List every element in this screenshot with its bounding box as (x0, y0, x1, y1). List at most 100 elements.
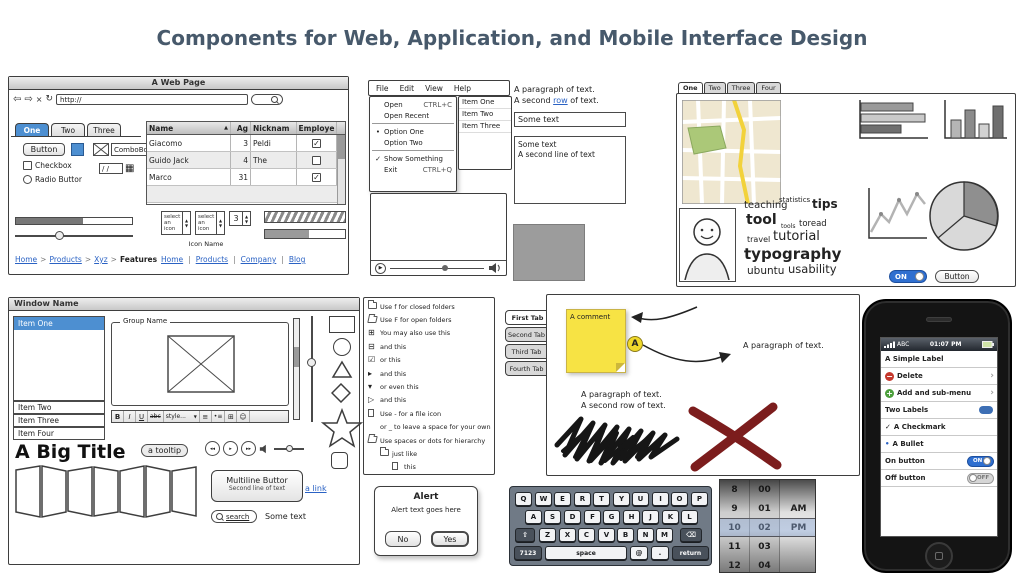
menu-edit[interactable]: Edit (399, 83, 415, 93)
key-m[interactable]: M (656, 528, 673, 542)
tree-row[interactable]: ⊞You may also use this (364, 327, 494, 340)
on-switch[interactable]: ON (889, 270, 927, 283)
tag-statistics[interactable]: statistics (779, 196, 811, 204)
row-checkbox[interactable]: ✓ (312, 172, 321, 182)
search-button[interactable]: search (211, 510, 257, 523)
table-row[interactable]: Giacomo 3 Peldi ✓ (147, 135, 345, 152)
button-control[interactable]: Button (23, 143, 65, 156)
tag-tutorial[interactable]: tutorial (773, 229, 820, 244)
icon-select-b[interactable]: select an icon ▲▼ (195, 211, 225, 235)
column-header-employed[interactable]: Employe (297, 122, 337, 134)
radio-control[interactable]: Radio Buttor (23, 175, 82, 184)
tree-row[interactable]: ▷and this (364, 394, 494, 407)
window-titlebar[interactable]: Window Name (9, 298, 359, 311)
tag-usability[interactable]: usability (788, 262, 837, 276)
multiline-button[interactable]: Multiline Buttor Second line of text (211, 470, 303, 502)
key-s[interactable]: S (544, 510, 561, 524)
tree-row[interactable]: just like (364, 447, 494, 460)
menu-row-simple-label[interactable]: A Simple Label (881, 351, 997, 368)
key-h[interactable]: H (623, 510, 640, 524)
key-x[interactable]: X (559, 528, 576, 542)
url-input[interactable]: http:// (56, 94, 249, 105)
panel-tab-one[interactable]: One (678, 82, 703, 93)
browser-search-box[interactable] (251, 94, 284, 105)
style-dropdown[interactable]: style...▼ (164, 411, 200, 422)
tree-row[interactable]: or _ to leave a space for your own (364, 421, 494, 434)
tree-row[interactable]: Use - for a file icon (364, 407, 494, 420)
tree-row[interactable]: Use F for open folders (364, 313, 494, 326)
slider-handle[interactable] (55, 231, 64, 240)
tag-typography[interactable]: typography (744, 245, 842, 263)
spinner-arrows[interactable]: ▲▼ (216, 212, 224, 234)
breadcrumb-products[interactable]: Products (49, 255, 82, 264)
menu-row-two-labels[interactable]: Two Labels (881, 402, 997, 419)
tree-row[interactable]: Use f for closed folders (364, 300, 494, 313)
link[interactable]: a link (305, 484, 327, 493)
browser-tab-three[interactable]: Three (87, 123, 121, 137)
breadcrumb-home[interactable]: Home (15, 255, 38, 264)
menu-row-checkmark[interactable]: ✓A Checkmark (881, 419, 997, 436)
forward-icon[interactable]: ⇨ (24, 93, 33, 105)
row-checkbox[interactable]: ✓ (312, 138, 321, 148)
bold-button[interactable]: B (112, 411, 124, 422)
stop-icon[interactable]: × (35, 94, 43, 104)
forward-button[interactable]: ▸▸ (241, 441, 256, 456)
at-key[interactable]: @ (630, 546, 648, 560)
row-checkbox[interactable] (312, 155, 321, 165)
tag-toread[interactable]: toread (799, 219, 827, 229)
scrollbar-thumb[interactable] (338, 135, 345, 159)
key-i[interactable]: I (652, 492, 669, 506)
tree-row[interactable]: ☑or this (364, 354, 494, 367)
calendar-icon[interactable]: ▦ (125, 162, 135, 174)
column-header-nickname[interactable]: Nicknam (251, 122, 297, 134)
key-j[interactable]: J (642, 510, 659, 524)
menu-help[interactable]: Help (453, 83, 472, 93)
key-a[interactable]: A (525, 510, 542, 524)
speaker-icon[interactable] (259, 444, 271, 454)
key-z[interactable]: Z (539, 528, 556, 542)
key-y[interactable]: Y (613, 492, 630, 506)
home-button[interactable] (925, 542, 953, 570)
tag-travel[interactable]: travel (747, 235, 771, 244)
off-toggle[interactable]: OFF (967, 472, 994, 484)
play-button[interactable]: ▸ (223, 441, 238, 456)
browser-tab-one[interactable]: One (15, 123, 49, 137)
volume-icon[interactable] (488, 263, 502, 273)
period-key[interactable]: . (651, 546, 669, 560)
tree-row[interactable]: Use spaces or dots for hierarchy (364, 434, 494, 447)
rewind-button[interactable]: ◂◂ (205, 441, 220, 456)
footer-link-company[interactable]: Company (240, 255, 277, 264)
spinner-arrows[interactable]: ▲▼ (182, 212, 190, 234)
menu-view[interactable]: View (425, 83, 443, 93)
date-input[interactable]: / / (99, 163, 123, 174)
return-key[interactable]: return (672, 546, 709, 560)
panel-tab-three[interactable]: Three (726, 82, 756, 93)
time-picker[interactable]: 8 9 10 11 12 00 01 02 03 04 AM PM (719, 479, 816, 573)
browser-tab-two[interactable]: Two (51, 123, 85, 137)
table-scrollbar[interactable] (337, 135, 345, 204)
map[interactable] (682, 100, 781, 204)
refresh-icon[interactable]: ↻ (45, 94, 54, 104)
column-header-name[interactable]: Name▲ (147, 122, 231, 134)
side-tab-first[interactable]: First Tab (505, 310, 550, 325)
underline-button[interactable]: U (136, 411, 148, 422)
list-item[interactable]: Item Three (13, 414, 105, 427)
key-c[interactable]: C (578, 528, 595, 542)
video-progress[interactable] (390, 264, 484, 273)
stepper[interactable]: 3 ▲▼ (229, 211, 251, 226)
table-row[interactable]: Guido Jack 4 The (147, 152, 345, 169)
slider[interactable] (15, 231, 133, 241)
list-item[interactable]: Item One (459, 97, 511, 109)
side-tab-third[interactable]: Third Tab (505, 344, 548, 359)
key-w[interactable]: W (535, 492, 552, 506)
cover-flow[interactable] (13, 464, 209, 520)
key-d[interactable]: D (564, 510, 581, 524)
key-n[interactable]: N (637, 528, 654, 542)
text-area[interactable]: Some text A second line of text (514, 136, 626, 204)
play-button[interactable]: ▶ (375, 262, 386, 274)
icon-select-a[interactable]: select an icon ▲▼ (161, 211, 191, 235)
back-icon[interactable]: ⇦ (13, 93, 22, 105)
